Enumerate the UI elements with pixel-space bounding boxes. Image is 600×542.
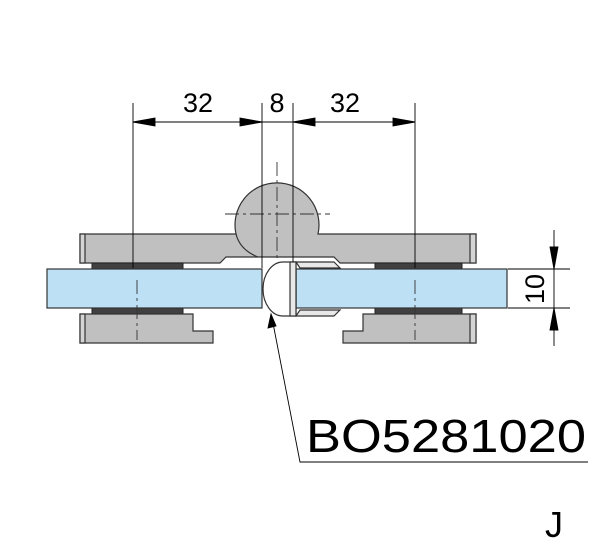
part-leader [267, 312, 588, 463]
view-label: J [545, 504, 563, 542]
dimension-lines [132, 117, 559, 346]
extension-lines [132, 103, 570, 309]
dim-right-offset: 32 [330, 88, 360, 118]
dim-left-offset: 32 [183, 88, 213, 118]
top-clamp-plate [79, 182, 477, 264]
dim-glass-thickness: 10 [520, 274, 550, 304]
seal-profile [262, 261, 342, 317]
glass-left [46, 268, 263, 309]
bottom-clamp-plates [79, 313, 477, 344]
center-lines [136, 162, 416, 340]
part-number-label: BO5281020 [306, 410, 586, 462]
glass-right [295, 268, 508, 309]
dim-gap: 8 [269, 88, 284, 118]
